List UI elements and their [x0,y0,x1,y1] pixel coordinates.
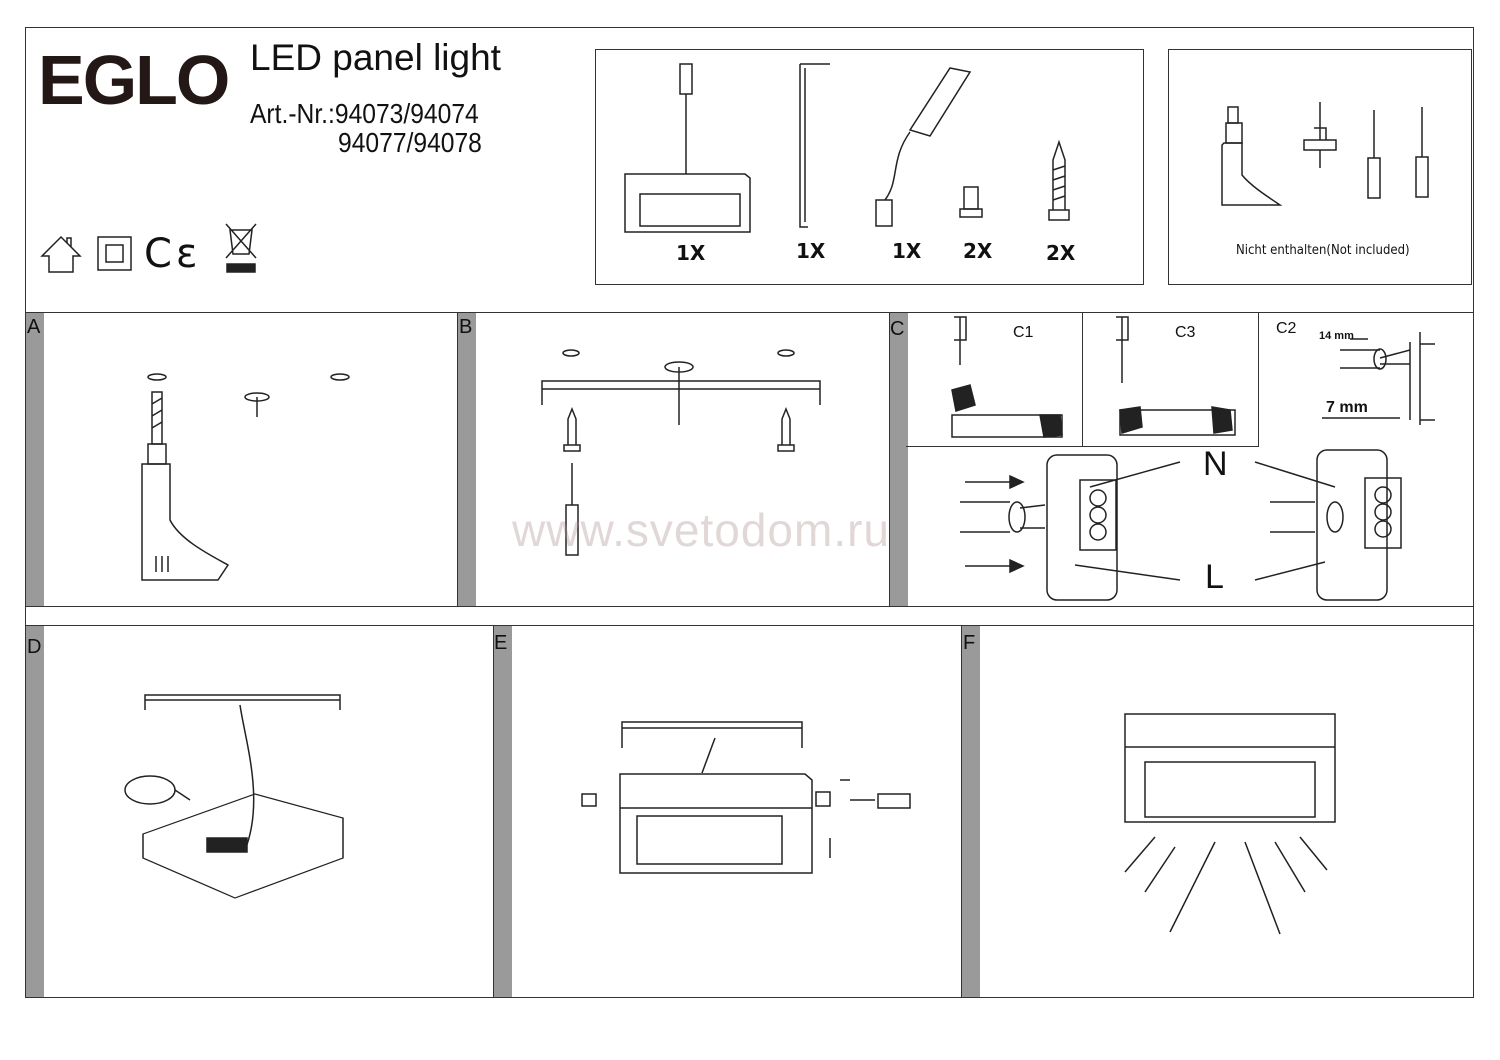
phillips-screwdriver-icon [1415,107,1429,198]
flat-screwdriver-icon [1367,110,1381,199]
step-c-strip [890,313,908,606]
step-b-label: B [459,316,473,338]
watermark: www.svetodom.ru [512,504,891,556]
neutral-label: N [1203,445,1228,483]
lamp-qty: 1X [676,241,706,265]
indoor-house-icon [40,235,82,273]
bolt-part-icon [959,186,983,218]
step-f-label: F [963,632,976,654]
page-frame [25,27,1474,998]
panel-divider-ab [457,313,458,606]
step-a-drilling-illustration [141,373,350,581]
weee-bin-icon [225,223,257,273]
c1-c3-divider [1082,313,1083,447]
ce-mark-icon: C ε [144,231,198,277]
article-number-2: 94077/94078 [338,127,482,158]
panel-divider-de [493,626,494,997]
step-f-strip [962,626,980,997]
step-a-label: A [27,316,41,338]
step-c1-driver-illustration [951,316,1063,438]
step-d-label: D [27,636,42,658]
bolt-qty: 2X [963,239,993,263]
step-d-strip [26,626,44,997]
mounting-bracket-icon [799,63,830,228]
step-c2-label: C2 [1276,320,1297,337]
article-number-1: Art.-Nr.:94073/94074 [250,98,479,129]
step-e-label: E [494,632,508,654]
step-e-strip [494,626,512,997]
not-included-label: Nicht enthalten(Not included) [1236,243,1410,258]
bracket-qty: 1X [796,239,826,263]
step-c1-label: C1 [1013,324,1034,341]
step-e-mounting-illustration [581,721,911,874]
driver-qty: 1X [892,239,922,263]
screw-qty: 2X [1046,241,1076,265]
row-divider-2 [25,606,1474,607]
step-b-bracket-illustration [541,349,821,556]
drill-bit-icon [1303,102,1337,168]
live-label: L [1205,558,1224,596]
drill-icon [1221,106,1283,206]
class-ii-insulation-icon [97,236,132,271]
product-title: LED panel light [250,37,501,78]
panel-divider-ef [961,626,962,997]
step-f-light-on-illustration [1124,713,1336,935]
panel-divider-bc [889,313,890,606]
row-divider-1 [25,312,1474,313]
step-c3-label: C3 [1175,324,1196,341]
row-divider-3 [25,625,1474,626]
step-b-strip [458,313,476,606]
eglo-logo: EGLO [38,41,230,119]
step-c-label: C [890,318,905,340]
strip-length-14mm: 14 mm [1319,330,1354,342]
step-c2-strip-illustration [1322,332,1435,425]
driver-part-icon [875,67,972,227]
parts-box [595,49,1144,285]
lamp-part-icon [624,63,751,233]
not-included-box [1168,49,1472,285]
step-c-terminal-wiring-illustration [960,449,1402,601]
screw-part-icon [1048,139,1070,221]
step-a-strip [26,313,44,606]
strip-length-7mm: 7 mm [1326,399,1368,416]
step-d-connection-illustration [124,694,344,899]
step-c3-driver-illustration [1116,316,1236,436]
